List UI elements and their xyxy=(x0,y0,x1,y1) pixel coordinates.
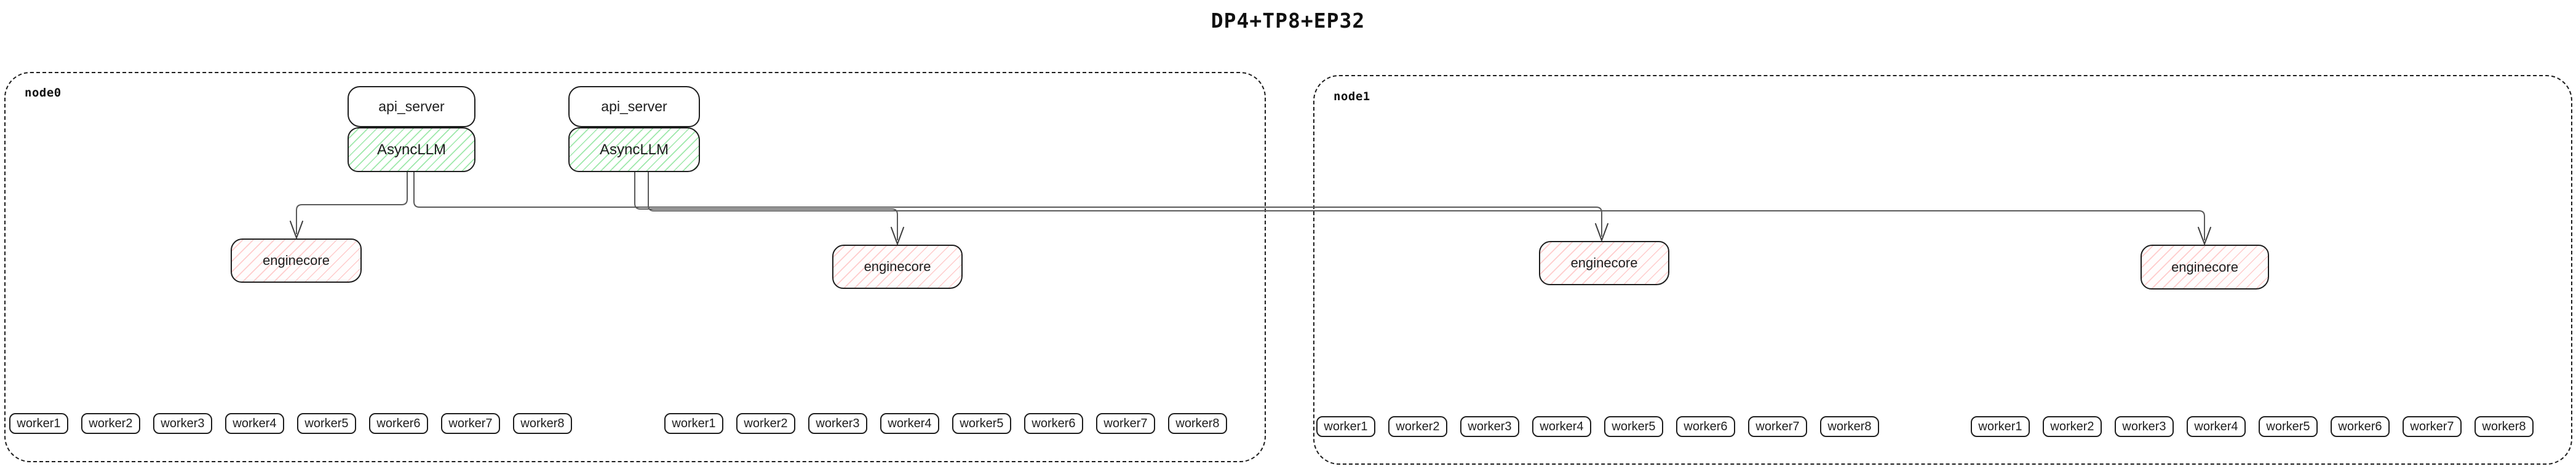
worker-box: worker3 xyxy=(2115,416,2174,437)
worker-box: worker5 xyxy=(1604,416,1663,437)
enginecore-label-3: enginecore xyxy=(1570,255,1638,270)
worker-label: worker8 xyxy=(2482,419,2526,433)
worker-box: worker4 xyxy=(880,413,939,434)
worker-label: worker5 xyxy=(1612,419,1656,433)
worker-box: worker4 xyxy=(2187,416,2246,437)
worker-box: worker7 xyxy=(1096,413,1155,434)
asyncllm-box-1: AsyncLLM xyxy=(348,127,475,172)
worker-label: worker3 xyxy=(161,416,205,430)
worker-label: worker4 xyxy=(233,416,277,430)
worker-box: worker3 xyxy=(153,413,212,434)
worker-label: worker8 xyxy=(1175,416,1220,430)
api-server-label-2: api_server xyxy=(601,98,667,114)
worker-box: worker3 xyxy=(808,413,867,434)
arrowhead-enginecore1 xyxy=(290,221,303,240)
wire-asyncllm2-enginecore4 xyxy=(648,172,2205,240)
worker-label: worker3 xyxy=(2122,419,2166,433)
worker-box: worker4 xyxy=(1532,416,1591,437)
enginecore-label-1: enginecore xyxy=(263,253,330,268)
worker-label: worker1 xyxy=(17,416,61,430)
worker-box: worker8 xyxy=(1168,413,1227,434)
worker-label: worker2 xyxy=(1396,419,1440,433)
worker-box: worker1 xyxy=(1971,416,2030,437)
worker-box: worker6 xyxy=(1024,413,1083,434)
worker-label: worker2 xyxy=(2050,419,2094,433)
worker-label: worker6 xyxy=(376,416,421,430)
worker-box: worker2 xyxy=(736,413,795,434)
worker-label: worker5 xyxy=(304,416,349,430)
worker-label: worker3 xyxy=(1468,419,1512,433)
worker-label: worker6 xyxy=(1032,416,1076,430)
enginecore-box-1: enginecore xyxy=(231,238,362,283)
node1-worker-group-1: worker1 worker2 worker3 worker4 worker5 … xyxy=(1316,416,1879,437)
enginecore-box-2: enginecore xyxy=(832,245,963,289)
worker-label: worker7 xyxy=(1755,419,1800,433)
worker-label: worker1 xyxy=(1324,419,1368,433)
worker-label: worker2 xyxy=(89,416,133,430)
worker-box: worker5 xyxy=(952,413,1011,434)
worker-box: worker6 xyxy=(2331,416,2390,437)
worker-label: worker1 xyxy=(672,416,716,430)
worker-box: worker1 xyxy=(664,413,723,434)
arrowhead-enginecore2 xyxy=(891,227,904,246)
worker-label: worker8 xyxy=(520,416,565,430)
wire-asyncllm1-enginecore1 xyxy=(296,172,408,234)
node0-container xyxy=(4,72,1266,462)
arrowhead-enginecore4 xyxy=(2198,227,2211,246)
worker-box: worker7 xyxy=(1748,416,1807,437)
worker-box: worker2 xyxy=(2043,416,2102,437)
worker-label: worker4 xyxy=(1540,419,1584,433)
worker-label: worker6 xyxy=(2338,419,2382,433)
api-server-box-2: api_server xyxy=(568,86,700,127)
wire-asyncllm1-enginecore3 xyxy=(413,172,1602,237)
worker-label: worker2 xyxy=(744,416,788,430)
worker-box: worker7 xyxy=(2403,416,2462,437)
worker-box: worker8 xyxy=(513,413,572,434)
worker-box: worker6 xyxy=(1676,416,1735,437)
worker-label: worker8 xyxy=(1827,419,1872,433)
api-server-box-1: api_server xyxy=(348,86,475,127)
enginecore-box-3: enginecore xyxy=(1539,241,1669,285)
node1-label: node1 xyxy=(1334,90,1370,103)
worker-box: worker3 xyxy=(1460,416,1519,437)
worker-box: worker1 xyxy=(1316,416,1375,437)
worker-box: worker8 xyxy=(2475,416,2534,437)
node1-container xyxy=(1313,75,2572,465)
worker-box: worker2 xyxy=(1388,416,1447,437)
worker-label: worker6 xyxy=(1684,419,1728,433)
worker-label: worker4 xyxy=(2194,419,2238,433)
worker-label: worker3 xyxy=(816,416,860,430)
worker-label: worker7 xyxy=(2410,419,2454,433)
worker-label: worker5 xyxy=(2266,419,2310,433)
worker-label: worker4 xyxy=(888,416,932,430)
worker-box: worker2 xyxy=(81,413,140,434)
node0-worker-group-1: worker1 worker2 worker3 worker4 worker5 … xyxy=(9,413,572,434)
api-server-label-1: api_server xyxy=(378,98,445,114)
worker-label: worker1 xyxy=(1978,419,2022,433)
node0-label: node0 xyxy=(25,86,62,100)
worker-box: worker4 xyxy=(225,413,284,434)
wire-asyncllm2-enginecore2 xyxy=(634,172,898,240)
worker-box: worker5 xyxy=(2259,416,2318,437)
worker-box: worker7 xyxy=(441,413,500,434)
asyncllm-box-2: AsyncLLM xyxy=(568,127,700,172)
enginecore-box-4: enginecore xyxy=(2141,245,2269,290)
enginecore-label-2: enginecore xyxy=(864,259,931,274)
asyncllm-label-2: AsyncLLM xyxy=(599,141,669,158)
enginecore-label-4: enginecore xyxy=(2171,259,2238,275)
worker-box: worker5 xyxy=(297,413,356,434)
worker-label: worker7 xyxy=(448,416,493,430)
worker-box: worker6 xyxy=(369,413,428,434)
worker-box: worker1 xyxy=(9,413,68,434)
worker-label: worker7 xyxy=(1103,416,1148,430)
asyncllm-label-1: AsyncLLM xyxy=(376,141,447,158)
worker-label: worker5 xyxy=(960,416,1004,430)
arrowhead-enginecore3 xyxy=(1595,223,1608,242)
worker-box: worker8 xyxy=(1820,416,1879,437)
diagram-title: DP4+TP8+EP32 xyxy=(1210,9,1366,33)
node1-worker-group-2: worker1 worker2 worker3 worker4 worker5 … xyxy=(1971,416,2534,437)
node0-worker-group-2: worker1 worker2 worker3 worker4 worker5 … xyxy=(664,413,1227,434)
